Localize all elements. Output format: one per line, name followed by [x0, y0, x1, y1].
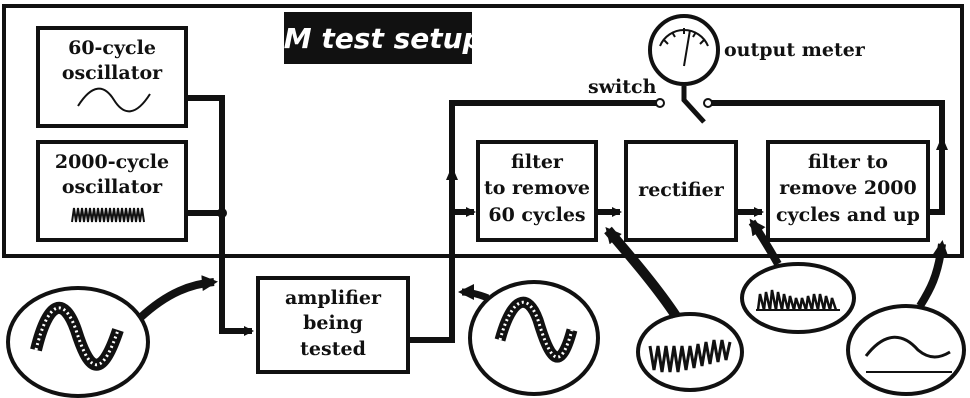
osc2000-line2: oscillator: [62, 176, 163, 198]
sine-2000-icon: [71, 207, 145, 223]
amplifier-block: amplifier being tested: [256, 276, 410, 374]
waveform-output-oval: [846, 304, 966, 396]
filter60-line1: filter: [511, 151, 564, 173]
oscillator-60-block: 60-cycle oscillator: [36, 26, 188, 128]
filter2000-line1: filter to: [808, 151, 888, 173]
filter-60-block: filter to remove 60 cycles: [476, 140, 598, 242]
filter60-line2: to remove: [484, 177, 590, 199]
amp-wave-arrow: [458, 284, 490, 302]
osc60-line2: oscillator: [62, 62, 163, 84]
rectified-wave-arrow: [748, 218, 782, 266]
oscillator-2000-block: 2000-cycle oscillator: [36, 140, 188, 242]
switch: switch: [588, 76, 713, 124]
amp-output-line: [408, 100, 656, 343]
amp-line3: tested: [300, 338, 366, 360]
waveform-amp-output-oval: [468, 280, 600, 396]
filter-2000-block: filter to remove 2000 cycles and up: [766, 140, 930, 242]
switch-label: switch: [588, 76, 657, 98]
output-wave-arrow: [916, 240, 949, 309]
rectifier-block: rectifier: [624, 140, 738, 242]
diagram-title: IM test setup: [273, 22, 482, 55]
filtered-wave-arrow: [604, 226, 681, 319]
upward-arrow-icon: [446, 166, 458, 180]
filter2000-line2: remove 2000: [779, 177, 917, 199]
output-meter-label: output meter: [724, 39, 866, 61]
title-banner: IM test setup: [273, 12, 483, 64]
amp-line1: amplifier: [285, 287, 382, 309]
output-meter-icon: output meter: [648, 14, 866, 86]
rectifier-label: rectifier: [638, 179, 725, 201]
osc2000-line1: 2000-cycle: [55, 151, 169, 173]
junction-dot: [217, 208, 227, 218]
input-wave-arrow: [137, 275, 218, 321]
filter2000-line3: cycles and up: [776, 204, 920, 226]
waveform-rectified-oval: [740, 262, 856, 334]
waveform-input-oval: [6, 286, 150, 398]
filter60-line3: 60 cycles: [488, 204, 585, 226]
waveform-filtered-oval: [636, 312, 744, 392]
sine-60-icon: [77, 87, 151, 113]
amp-line2: being: [303, 312, 363, 334]
setup-enclosure: [2, 4, 964, 258]
upward-arrow-icon: [936, 136, 948, 150]
filter2000-return-line: [712, 100, 945, 215]
osc60-line1: 60-cycle: [68, 37, 156, 59]
